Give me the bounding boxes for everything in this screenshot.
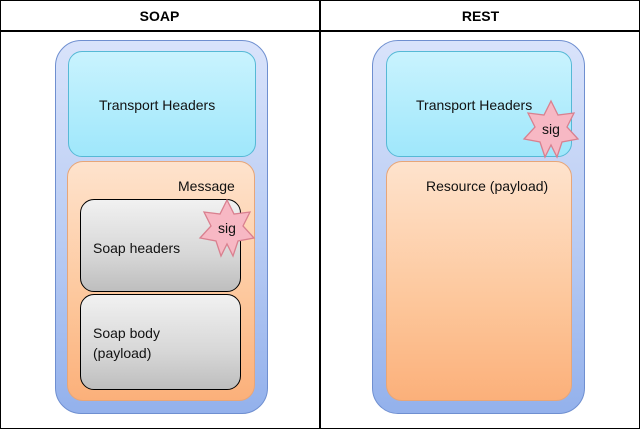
soap-message-label: Message [178, 178, 235, 194]
rest-column-title: REST [461, 8, 500, 24]
soap-transport-headers-box: Transport Headers [68, 51, 256, 157]
soap-headers-label: Soap headers [93, 240, 181, 256]
star-badge-icon [522, 99, 580, 159]
soap-column-title: SOAP [139, 8, 180, 24]
header-divider [0, 30, 640, 32]
rest-sig-badge: sig [521, 99, 581, 159]
soap-body-box: Soap body (payload) [80, 294, 241, 390]
rest-sig-label: sig [542, 121, 560, 137]
soap-sig-badge: sig [197, 198, 257, 258]
soap-sig-label: sig [218, 220, 236, 236]
column-divider [319, 0, 321, 429]
soap-body-label-line1: Soap body [93, 325, 160, 341]
rest-transport-headers-label: Transport Headers [416, 97, 533, 113]
rest-resource-box: Resource (payload) [386, 161, 572, 401]
rest-resource-label: Resource (payload) [426, 178, 549, 194]
star-badge-icon [198, 198, 256, 258]
soap-transport-headers-label: Transport Headers [99, 97, 216, 113]
soap-body-label-line2: (payload) [93, 345, 152, 361]
